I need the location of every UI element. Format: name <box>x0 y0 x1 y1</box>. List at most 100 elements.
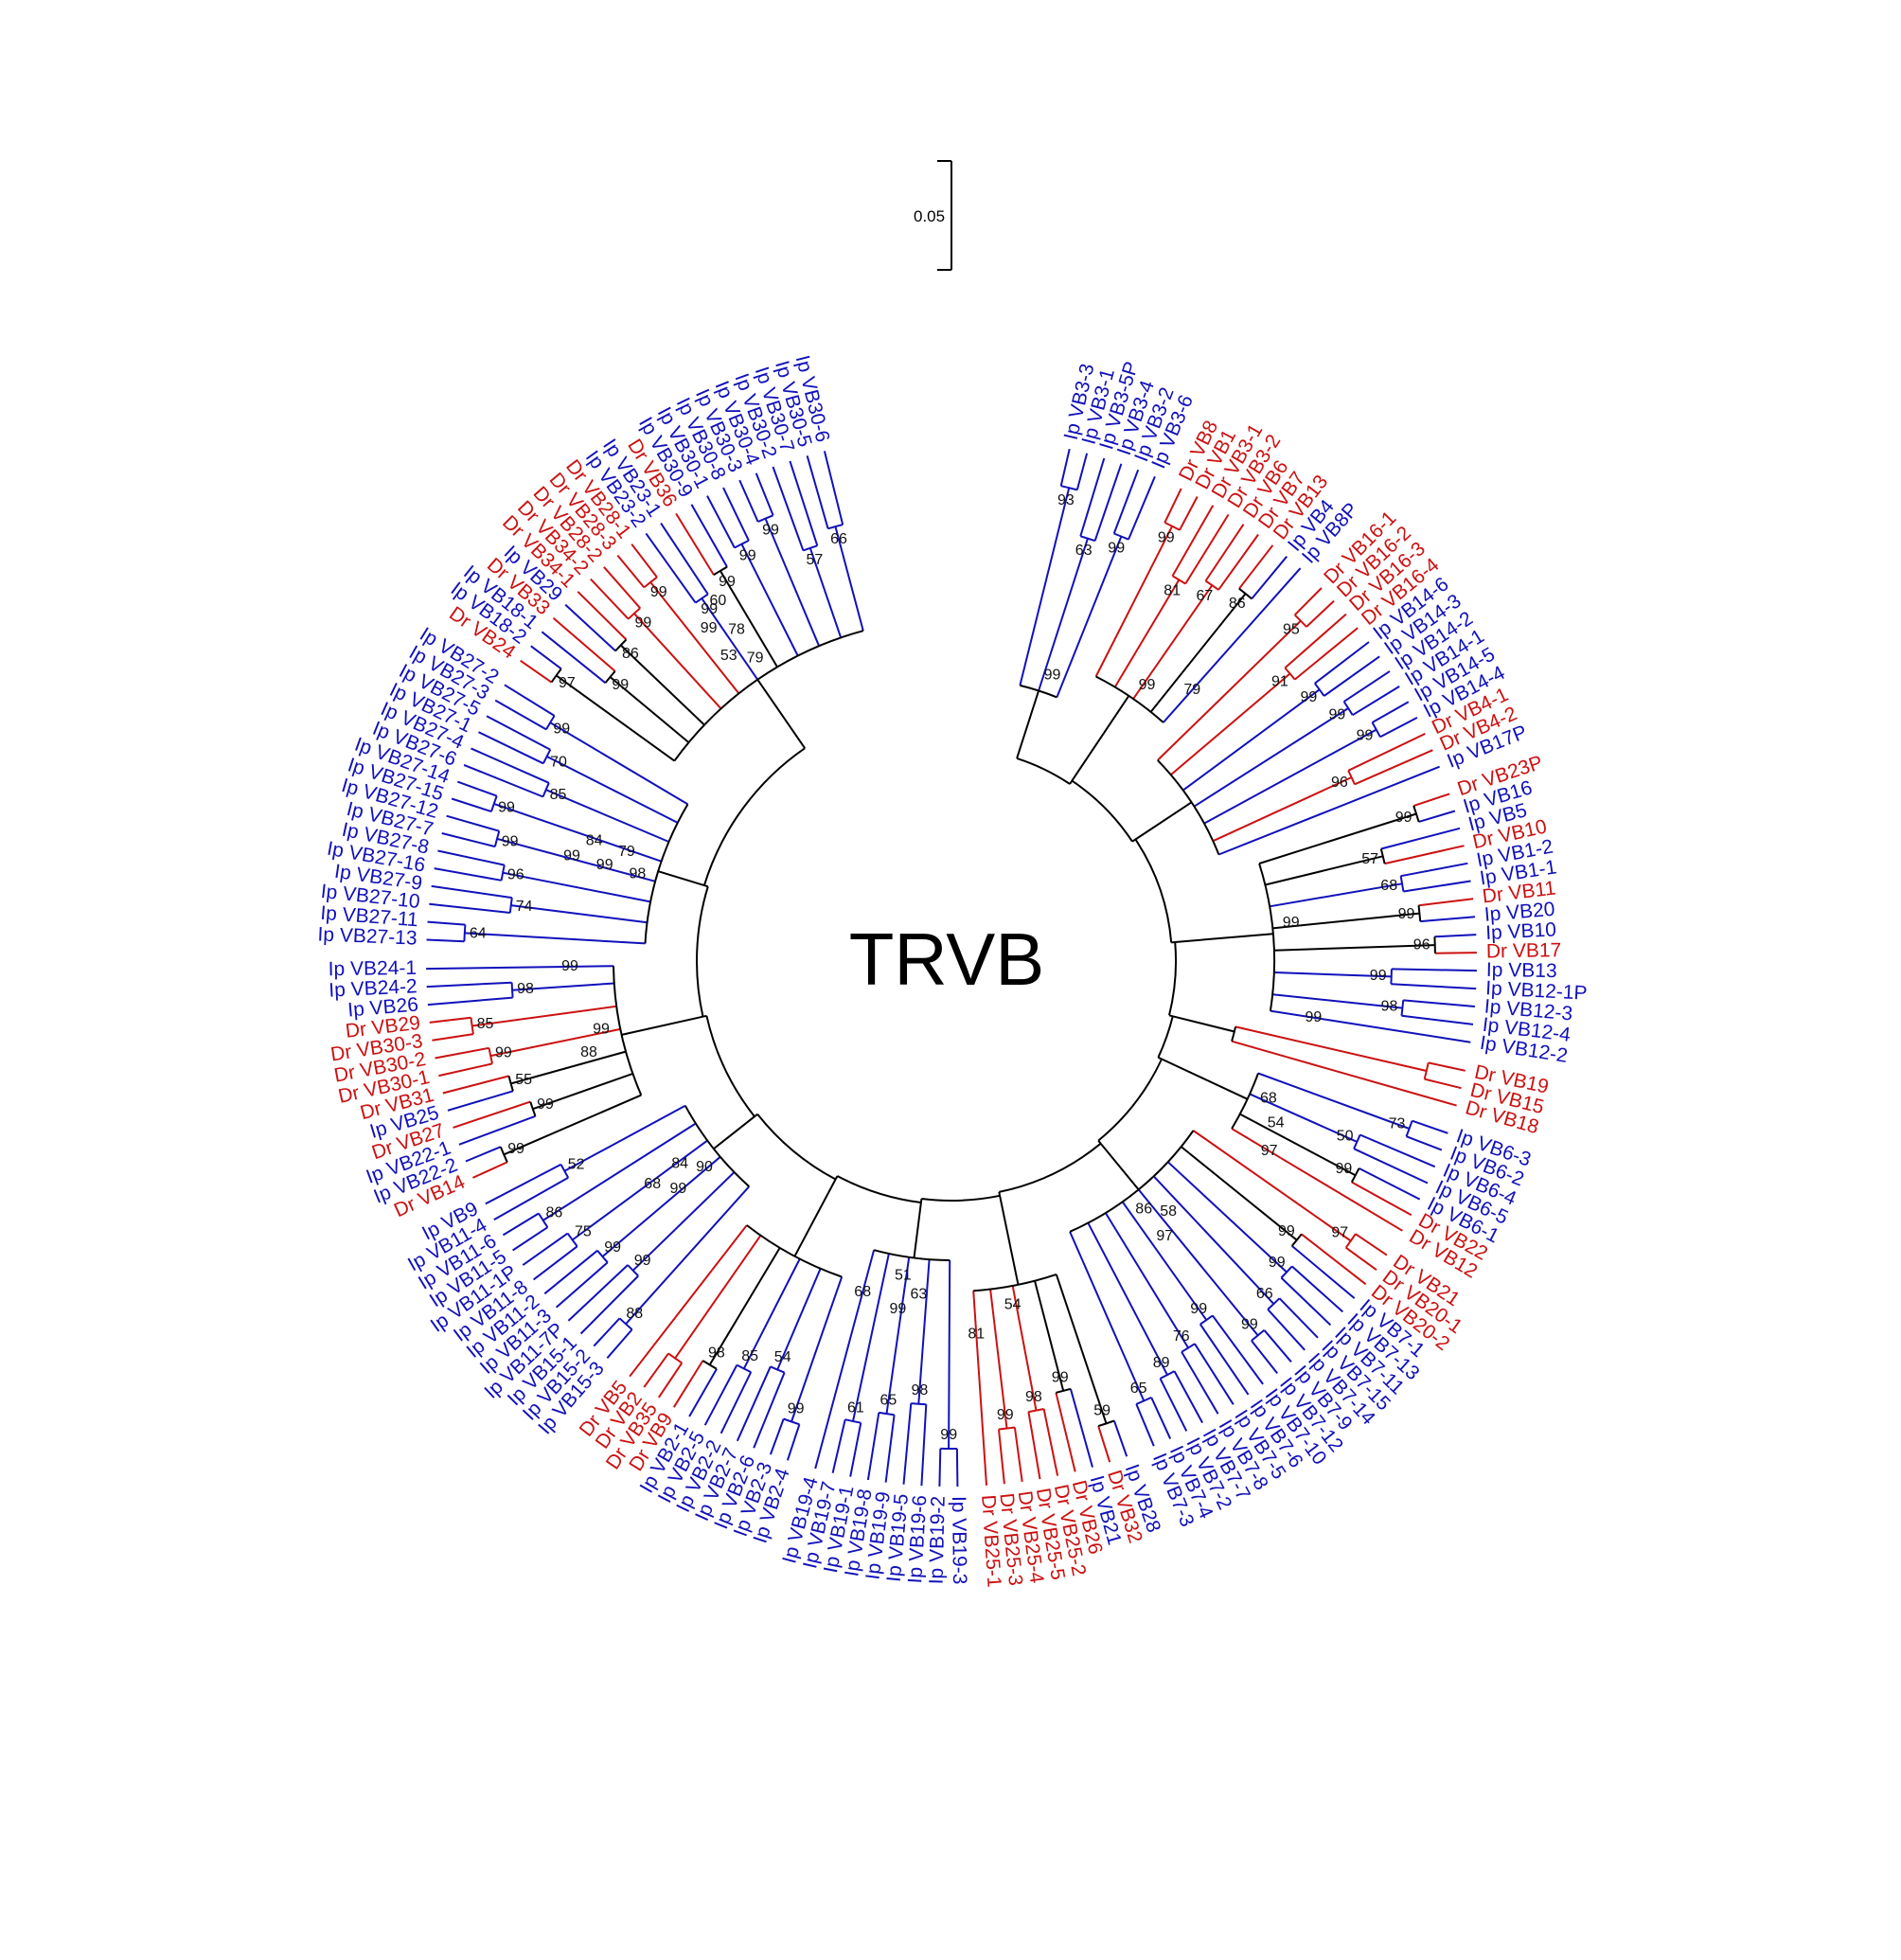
internal-branch <box>972 1291 979 1348</box>
leaf-branch <box>441 832 496 848</box>
leaf-branch <box>577 591 628 641</box>
bootstrap-value: 79 <box>747 650 764 667</box>
bootstrap-value: 68 <box>644 1176 661 1192</box>
leaf-branch <box>438 1062 493 1078</box>
internal-branch <box>493 802 662 863</box>
leaf-branch <box>442 1075 509 1095</box>
leaf-branch <box>1042 1408 1059 1476</box>
leaf-branch <box>1059 448 1071 487</box>
leaf-branch <box>1418 810 1456 823</box>
internal-branch <box>556 965 614 969</box>
bootstrap-value: 99 <box>1336 1161 1353 1177</box>
cherry-node-arc <box>499 1146 508 1163</box>
leaf-branch <box>522 1232 569 1266</box>
internal-branch <box>1132 584 1214 700</box>
leaf-branch <box>1347 732 1426 772</box>
leaf-branch <box>1412 793 1450 808</box>
internal-branch <box>1087 1222 1168 1376</box>
bootstrap-value: 66 <box>1256 1286 1273 1302</box>
leaf-branch <box>1428 1061 1466 1072</box>
leaf-branch <box>1379 717 1418 739</box>
bootstrap-value: 99 <box>788 1401 805 1417</box>
internal-branch <box>503 1094 642 1156</box>
cherry-node-arc <box>1181 1343 1196 1353</box>
leaf-branch <box>814 1304 861 1470</box>
internal-branch <box>631 1171 736 1272</box>
backbone-arc <box>1071 779 1133 843</box>
bootstrap-value: 75 <box>575 1223 592 1239</box>
leaf-branch <box>1171 505 1215 577</box>
internal-branch <box>674 1235 762 1359</box>
cherry-node-arc <box>1267 1297 1281 1310</box>
bootstrap-value: 99 <box>634 1253 651 1269</box>
leaf-branch <box>1173 1370 1203 1424</box>
clade-node-arc <box>613 966 643 1096</box>
bootstrap-value: 99 <box>502 834 519 850</box>
leaf-branch <box>703 1364 738 1426</box>
bootstrap-value: 98 <box>1381 998 1398 1014</box>
internal-branch <box>1170 672 1291 776</box>
leaf-branch <box>720 1371 753 1434</box>
bootstrap-value: 99 <box>890 1301 907 1317</box>
leaf-branch <box>1280 1276 1332 1327</box>
leaf-branch <box>1343 670 1391 703</box>
internal-branch <box>708 1247 781 1365</box>
leaf-branch <box>1270 765 1440 835</box>
bootstrap-value: 54 <box>1268 1115 1285 1131</box>
bootstrap-value: 99 <box>635 615 652 632</box>
backbone-arc <box>1168 941 1178 1016</box>
cherry-node-arc <box>566 1233 578 1247</box>
backbone-arc <box>1016 757 1071 785</box>
leaf-branch <box>426 981 512 989</box>
bootstrap-value: 57 <box>807 552 824 568</box>
leaf-branch <box>426 966 558 971</box>
internal-branch <box>1272 993 1403 1009</box>
leaf-branch <box>1181 1351 1219 1415</box>
clade-node-arc <box>1231 1073 1259 1130</box>
bootstrap-value: 99 <box>561 958 578 974</box>
bootstrap-value: 53 <box>720 648 737 664</box>
leaf-branch <box>1159 1378 1188 1432</box>
leaf-branch <box>657 1362 684 1399</box>
bootstrap-value: 99 <box>498 800 515 816</box>
internal-branch <box>633 613 722 710</box>
cherry-node-arc <box>1347 770 1356 785</box>
internal-branch <box>510 1050 627 1085</box>
internal-branch <box>556 674 675 762</box>
bootstrap-value: 54 <box>1004 1297 1022 1313</box>
bootstrap-value: 79 <box>1183 682 1200 698</box>
clade-stem <box>913 1202 922 1258</box>
bootstrap-value: 99 <box>1395 810 1412 826</box>
internal-branch <box>649 581 740 695</box>
internal-branch <box>1094 526 1173 677</box>
internal-branch <box>1235 1025 1428 1072</box>
leaf-branch <box>435 1046 489 1060</box>
clade-stem <box>1134 801 1193 841</box>
leaf-branch <box>1391 968 1477 972</box>
internal-branch <box>549 722 689 806</box>
clade-stem <box>756 679 804 746</box>
cherry-node-arc <box>803 544 818 552</box>
internal-branch <box>1034 1280 1065 1392</box>
cherry-node-arc <box>1344 1233 1357 1249</box>
internal-branch <box>1193 707 1349 808</box>
leaf-branch <box>1418 898 1474 907</box>
bootstrap-value: 74 <box>516 899 533 915</box>
bootstrap-value: 86 <box>1229 596 1246 612</box>
bootstrap-value: 76 <box>1173 1328 1190 1345</box>
clade-node-arc <box>1258 863 1275 1011</box>
internal-branch <box>1273 944 1435 952</box>
backbone-step <box>998 1191 1002 1197</box>
leaf-branch <box>1112 1420 1128 1457</box>
internal-branch <box>1019 487 1071 686</box>
leaf-branch <box>1403 880 1471 893</box>
internal-branch <box>1055 1274 1108 1424</box>
leaf-label: Ip VB24-1 <box>329 957 418 980</box>
leaf-branch <box>806 455 829 529</box>
leaf-branch <box>645 532 697 604</box>
internal-branch <box>1265 855 1383 886</box>
bootstrap-value: 99 <box>604 1239 621 1256</box>
clade-node-arc <box>973 1273 1057 1292</box>
cherry-node-arc <box>1204 579 1219 591</box>
